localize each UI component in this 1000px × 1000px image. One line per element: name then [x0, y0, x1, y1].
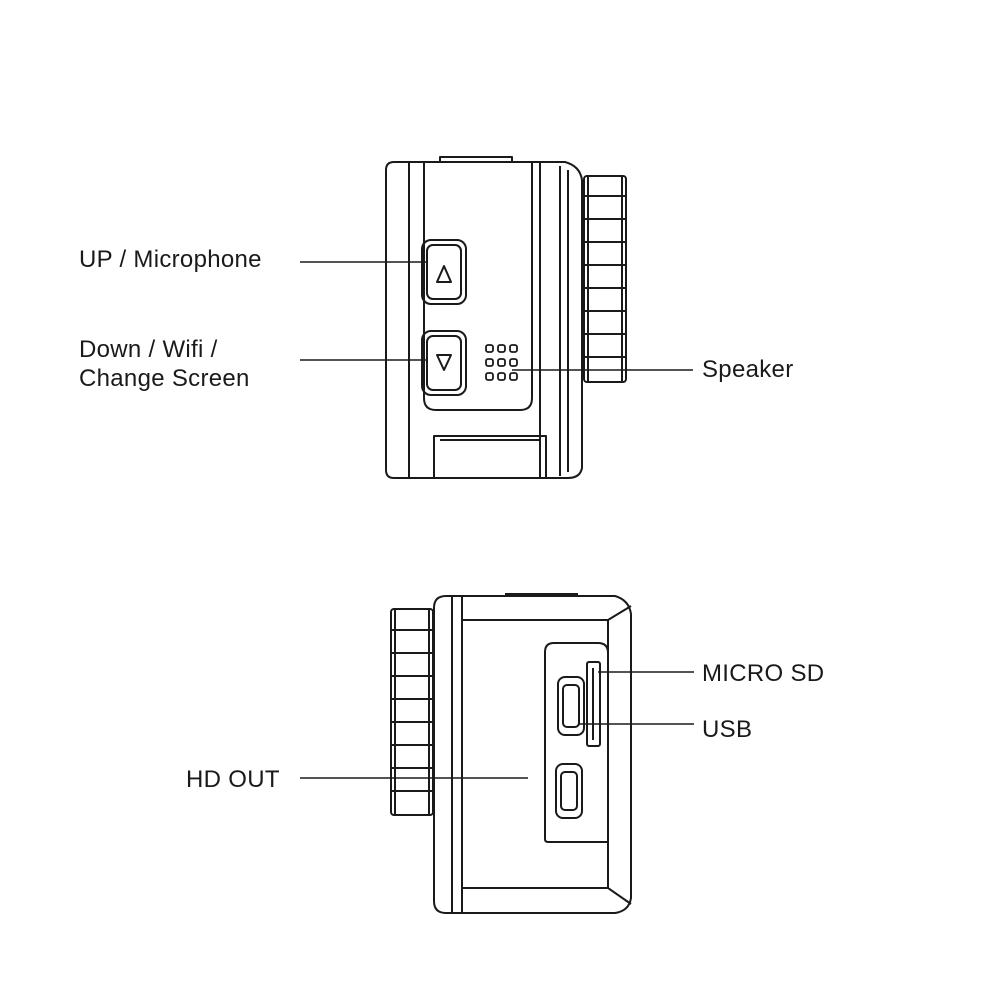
camera-side-view [433, 593, 632, 914]
port-panel [544, 642, 609, 843]
triangle-down-icon [436, 354, 452, 371]
triangle-up-icon [436, 265, 452, 283]
label-up-microphone: UP / Microphone [79, 246, 262, 273]
label-down-line-2: Change Screen [79, 365, 250, 392]
down-button [421, 330, 467, 396]
label-down-line-1: Down / Wifi / [79, 336, 218, 363]
speaker-grille-icon [485, 344, 518, 381]
label-down-wifi-change-screen: Down / Wifi / Change Screen [79, 335, 250, 393]
label-hd-out: HD OUT [186, 766, 280, 793]
lens-ring-top [583, 175, 627, 383]
label-micro-sd: MICRO SD [702, 660, 825, 687]
label-usb: USB [702, 716, 753, 743]
lens-ring-bottom [390, 608, 434, 816]
label-speaker: Speaker [702, 356, 794, 383]
camera-front-view [385, 156, 583, 479]
micro-usb-port-icon [557, 676, 585, 736]
micro-hdmi-port-icon [555, 763, 583, 819]
up-button [421, 239, 467, 305]
micro-sd-slot [586, 661, 601, 747]
